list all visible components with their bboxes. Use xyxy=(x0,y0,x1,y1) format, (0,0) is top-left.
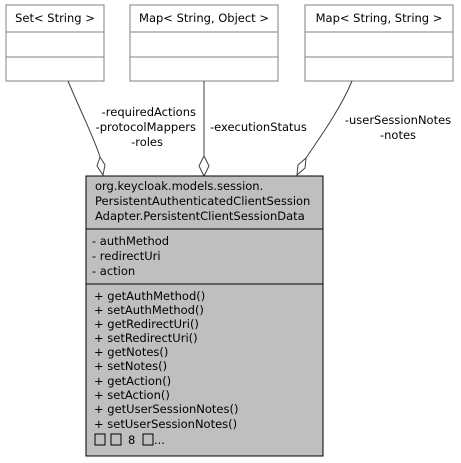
method-set-user-session-notes: + setUserSessionNotes() xyxy=(94,417,237,431)
edge-map-string-string-aggregation-diamond xyxy=(296,156,307,177)
class-map-string-object: Map< String, Object > xyxy=(129,4,279,82)
edge-set-string-line xyxy=(67,80,101,158)
more-methods-row: 8 ... xyxy=(94,433,165,447)
edge-map-string-string-label-2: -notes xyxy=(380,128,416,142)
more-methods-count: 8 xyxy=(128,433,135,447)
missing-glyph-box-3 xyxy=(142,433,154,446)
class-set-string: Set< String > xyxy=(5,4,105,82)
edge-set-string: -requiredActions -protocolMappers -roles xyxy=(67,80,196,177)
class-set-string-title: Set< String > xyxy=(15,11,95,25)
edge-set-string-aggregation-diamond xyxy=(96,155,106,177)
attribute-action: - action xyxy=(92,264,135,278)
method-set-notes: + setNotes() xyxy=(94,359,167,373)
attribute-redirect-uri: - redirectUri xyxy=(92,249,161,263)
edge-set-string-label-2: -protocolMappers xyxy=(96,120,196,134)
edge-map-string-object-label: -executionStatus xyxy=(210,120,307,134)
method-get-auth-method: + getAuthMethod() xyxy=(94,289,205,303)
method-get-user-session-notes: + getUserSessionNotes() xyxy=(94,402,238,416)
method-get-redirect-uri: + getRedirectUri() xyxy=(94,317,199,331)
more-methods-ellipsis: ... xyxy=(154,433,165,447)
main-class-name-line-3: Adapter.PersistentClientSessionData xyxy=(95,209,305,223)
class-persistent-client-session-data: org.keycloak.models.session. PersistentA… xyxy=(85,175,324,457)
class-map-string-string: Map< String, String > xyxy=(304,4,454,82)
main-class-name-line-1: org.keycloak.models.session. xyxy=(95,179,263,193)
edge-set-string-label-1: -requiredActions xyxy=(102,105,196,119)
class-set-string-box xyxy=(5,4,105,82)
missing-glyph-box-2 xyxy=(110,433,122,446)
edge-map-string-object-aggregation-diamond xyxy=(198,154,210,178)
edge-set-string-label-3: -roles xyxy=(131,135,163,149)
class-map-string-string-title: Map< String, String > xyxy=(316,11,443,25)
main-class-name-line-2: PersistentAuthenticatedClientSession xyxy=(95,194,310,208)
method-set-auth-method: + setAuthMethod() xyxy=(94,303,204,317)
method-set-redirect-uri: + setRedirectUri() xyxy=(94,331,198,345)
edge-map-string-string-label-1: -userSessionNotes xyxy=(345,113,451,127)
edge-map-string-object: -executionStatus xyxy=(198,81,307,178)
method-get-action: + getAction() xyxy=(94,374,171,388)
edge-map-string-string-line xyxy=(305,80,353,159)
class-map-string-object-box xyxy=(129,4,279,82)
class-map-string-string-box xyxy=(304,4,454,82)
edge-map-string-string: -userSessionNotes -notes xyxy=(296,80,451,177)
main-class-box xyxy=(85,175,324,457)
missing-glyph-box-1 xyxy=(94,433,106,446)
class-map-string-object-title: Map< String, Object > xyxy=(139,11,269,25)
attribute-auth-method: - authMethod xyxy=(92,234,169,248)
method-set-action: + setAction() xyxy=(94,388,170,402)
method-get-notes: + getNotes() xyxy=(94,345,168,359)
